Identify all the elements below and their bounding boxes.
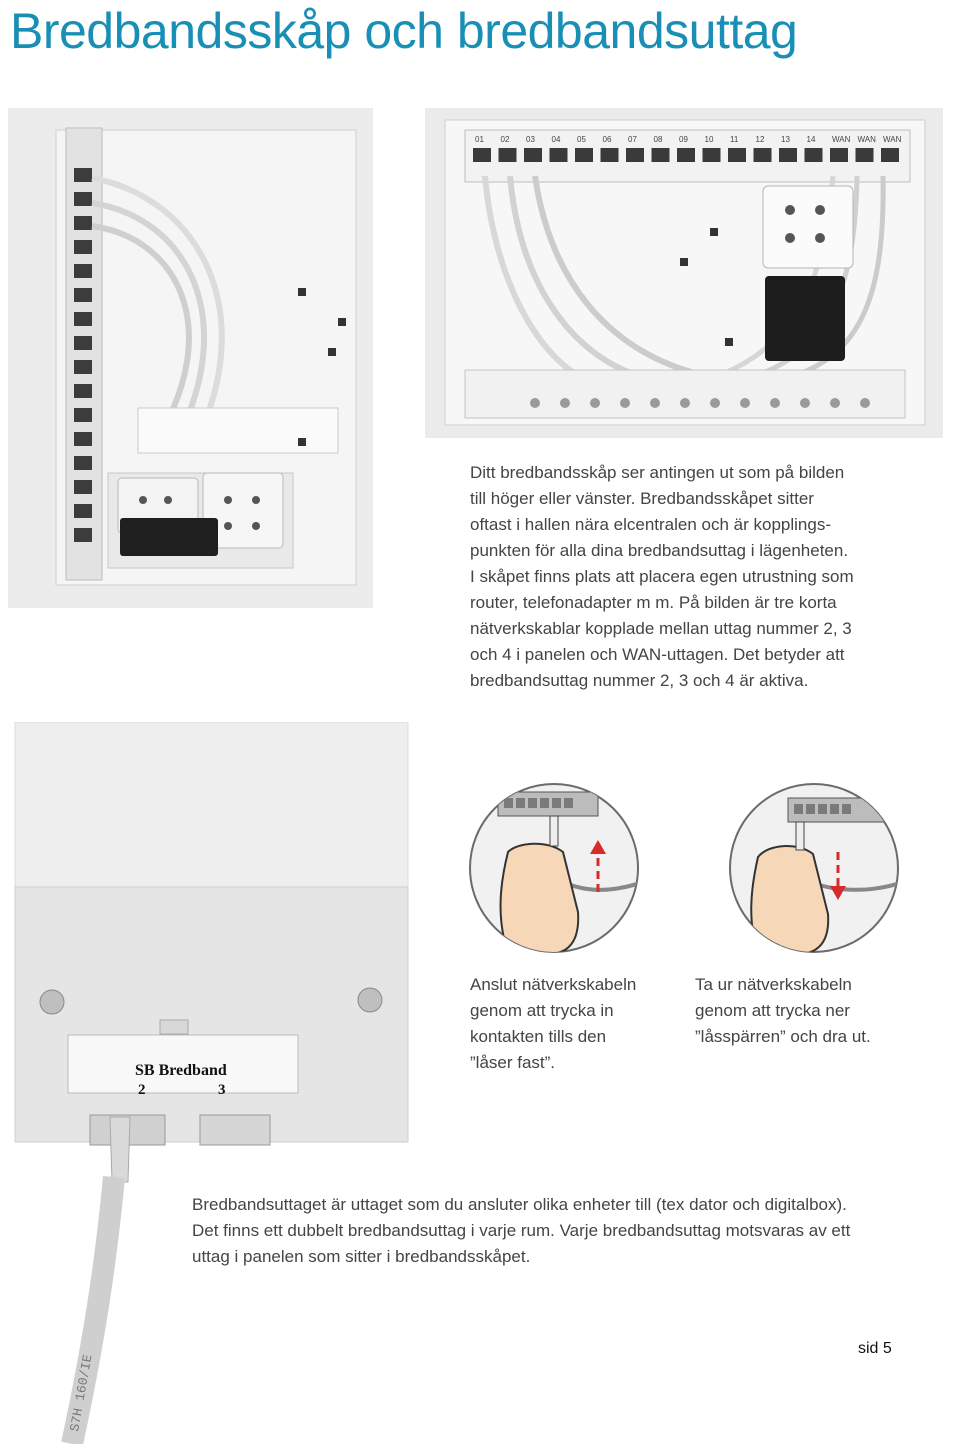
right-cabinet-photo: 01 02 03 04 05 06 07 08 09 10 11 12 13 14 WAN WAN WAN [425, 108, 943, 438]
panel-port-label: 09 [679, 135, 688, 144]
panel-port-label: 12 [756, 135, 765, 144]
panel-port-label: 02 [501, 135, 510, 144]
panel-port-label: 10 [705, 135, 714, 144]
panel-port-label: 06 [603, 135, 612, 144]
panel-port [779, 148, 797, 162]
connect-illustration [469, 783, 639, 953]
panel-port [651, 148, 670, 162]
panel-port-label: 07 [628, 135, 637, 144]
panel-port-label: 03 [526, 135, 535, 144]
panel-port-label: WAN [832, 135, 851, 144]
intro-line: router, telefonadapter m m. På bilden är… [470, 593, 837, 612]
left-cabinet-photo [8, 108, 373, 608]
outlet-label-port-right: 3 [218, 1082, 226, 1098]
panel-port [575, 148, 593, 162]
outlet-line: Bredbandsuttaget är uttaget som du anslu… [192, 1195, 847, 1214]
disconnect-illustration [729, 783, 899, 953]
outlet-photo: SB Bredband 2 3 S7H 160/IE [10, 722, 410, 1444]
connect-caption-line: Anslut nätverkskabeln [470, 975, 637, 994]
connect-caption: Anslut nätverkskabeln genom att trycka in… [470, 972, 670, 1076]
panel-port-label: 11 [730, 135, 739, 144]
panel-port [702, 148, 721, 162]
panel-port [473, 148, 491, 162]
disconnect-caption: Ta ur nätverkskabeln genom att trycka ner… [695, 972, 925, 1050]
intro-line: Ditt bredbandsskåp ser antingen ut som p… [470, 463, 845, 482]
panel-port-label: 01 [475, 135, 484, 144]
panel-port-label: 08 [654, 135, 663, 144]
panel-port [753, 148, 772, 162]
panel-port-label: 04 [552, 135, 561, 144]
connect-caption-line: ”låser fast”. [470, 1053, 556, 1072]
outlet-line: uttag i panelen som sitter i bredbandssk… [192, 1247, 531, 1266]
panel-port [626, 148, 644, 162]
panel-port [830, 148, 848, 162]
disconnect-caption-line: genom att trycka ner [695, 1001, 850, 1020]
outlet-paragraph: Bredbandsuttaget är uttaget som du anslu… [192, 1192, 952, 1270]
page-title: Bredbandsskåp och bredbandsuttag [10, 3, 798, 59]
intro-line: punkten för alla dina bredbandsuttag i l… [470, 541, 849, 560]
disconnect-caption-line: ”låsspärren” och dra ut. [695, 1027, 871, 1046]
panel-port-label: WAN [858, 135, 877, 144]
disconnect-caption-line: Ta ur nätverkskabeln [695, 975, 852, 994]
outlet-label-name: SB Bredband [135, 1062, 227, 1079]
connect-caption-line: kontakten tills den [470, 1027, 607, 1046]
panel-port-label: 05 [577, 135, 586, 144]
intro-line: och 4 i panelen och WAN-uttagen. Det bet… [470, 645, 845, 664]
intro-line: bredbandsuttag nummer 2, 3 och 4 är akti… [470, 671, 809, 690]
panel-port [498, 148, 517, 162]
intro-line: I skåpet finns plats att placera egen ut… [470, 567, 854, 586]
connect-caption-line: genom att trycka in [470, 1001, 614, 1020]
panel-port [881, 148, 899, 162]
panel-port [728, 148, 746, 162]
intro-line: oftast i hallen nära elcentralen och är … [470, 515, 831, 534]
panel-port [524, 148, 542, 162]
outlet-label-port-left: 2 [138, 1082, 146, 1098]
panel-port-label: WAN [883, 135, 902, 144]
panel-port [855, 148, 874, 162]
page-number: sid 5 [858, 1340, 892, 1357]
intro-paragraph: Ditt bredbandsskåp ser antingen ut som p… [470, 460, 950, 694]
intro-line: nätverkskablar kopplade mellan uttag num… [470, 619, 852, 638]
panel-port-label: 13 [781, 135, 790, 144]
intro-line: till höger eller vänster. Bredbandsskåpe… [470, 489, 814, 508]
panel-port [600, 148, 619, 162]
panel-port [804, 148, 823, 162]
panel-port-label: 14 [807, 135, 816, 144]
panel-port [549, 148, 568, 162]
panel-port [677, 148, 695, 162]
outlet-line: Det finns ett dubbelt bredbandsuttag i v… [192, 1221, 851, 1240]
